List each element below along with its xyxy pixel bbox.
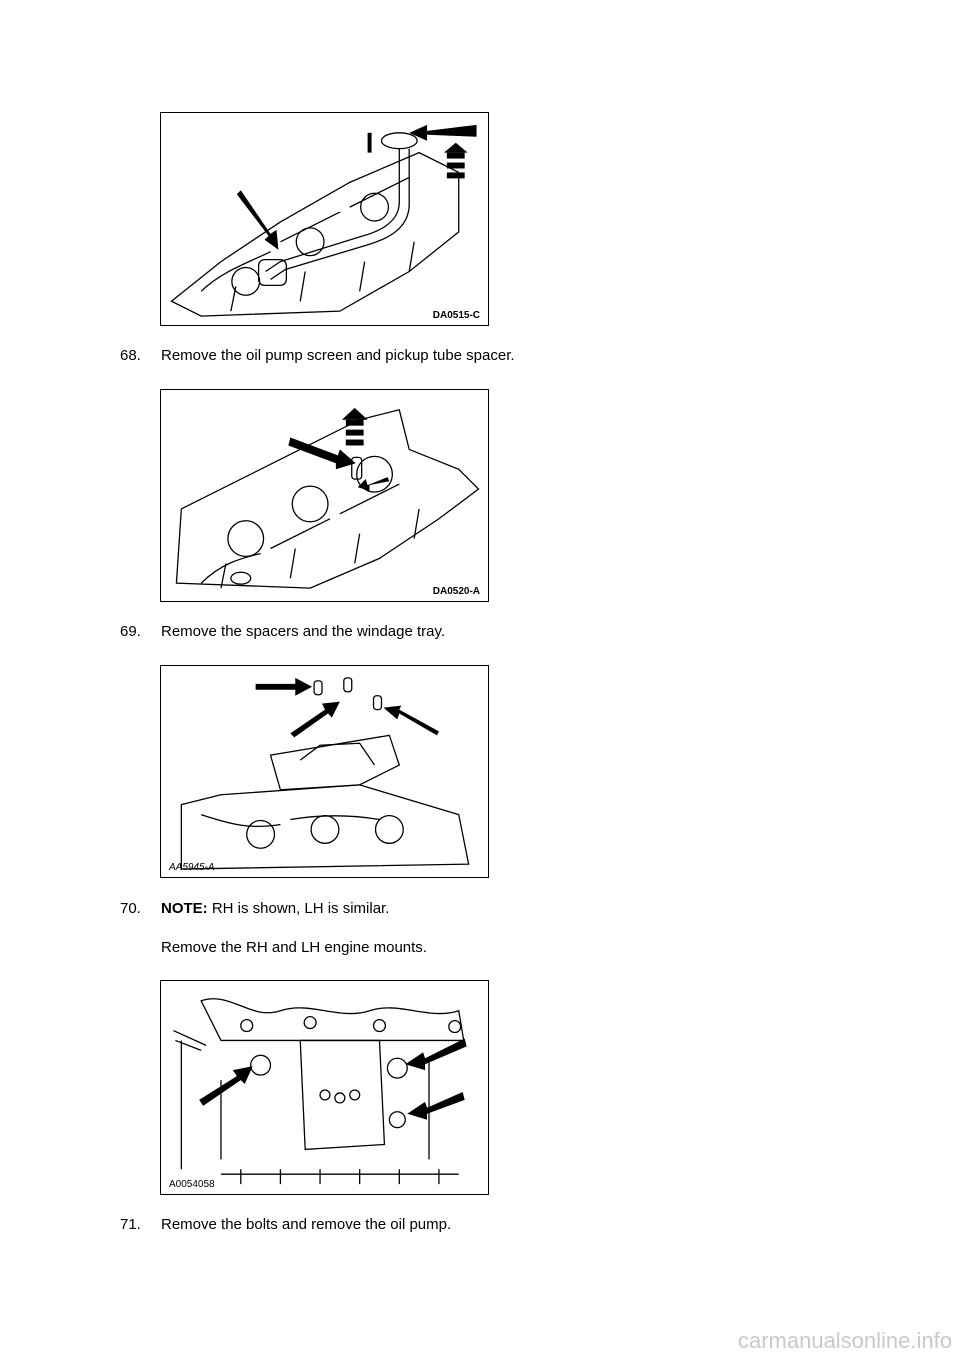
engine-illustration-4 (173, 998, 467, 1185)
note-text: RH is shown, LH is similar. (207, 900, 390, 917)
step-number: 70. (120, 900, 141, 917)
figure-code: DA0520-A (432, 586, 480, 597)
figure-windage-tray: AA5945-A (160, 665, 489, 878)
figure-code: DA0515-C (432, 310, 480, 321)
engine-illustration-1 (170, 124, 477, 317)
step-text: Remove the oil pump screen and pickup tu… (161, 347, 515, 364)
step-text: Remove the RH and LH engine mounts. (161, 939, 427, 956)
engine-illustration-3 (180, 677, 470, 870)
step-text: Remove the spacers and the windage tray. (161, 623, 446, 640)
figure-code: A0054058 (169, 1179, 215, 1190)
watermark: carmanualsonline.info (737, 1328, 952, 1353)
step-text: Remove the bolts and remove the oil pump… (161, 1216, 452, 1233)
step-note: NOTE: RH is shown, LH is similar. (161, 900, 389, 918)
figure-code: AA5945-A (169, 862, 215, 873)
step-number: 71. (120, 1216, 141, 1233)
engine-illustration-2 (175, 407, 480, 589)
figure-pickup-tube-spacer: DA0520-A (160, 389, 489, 602)
figure-oil-pump-screen: DA0515-C (160, 112, 489, 326)
figure-engine-mounts: A0054058 (160, 980, 489, 1195)
step-number: 68. (120, 347, 141, 364)
step-number: 69. (120, 623, 141, 640)
note-label: NOTE: (161, 900, 208, 917)
